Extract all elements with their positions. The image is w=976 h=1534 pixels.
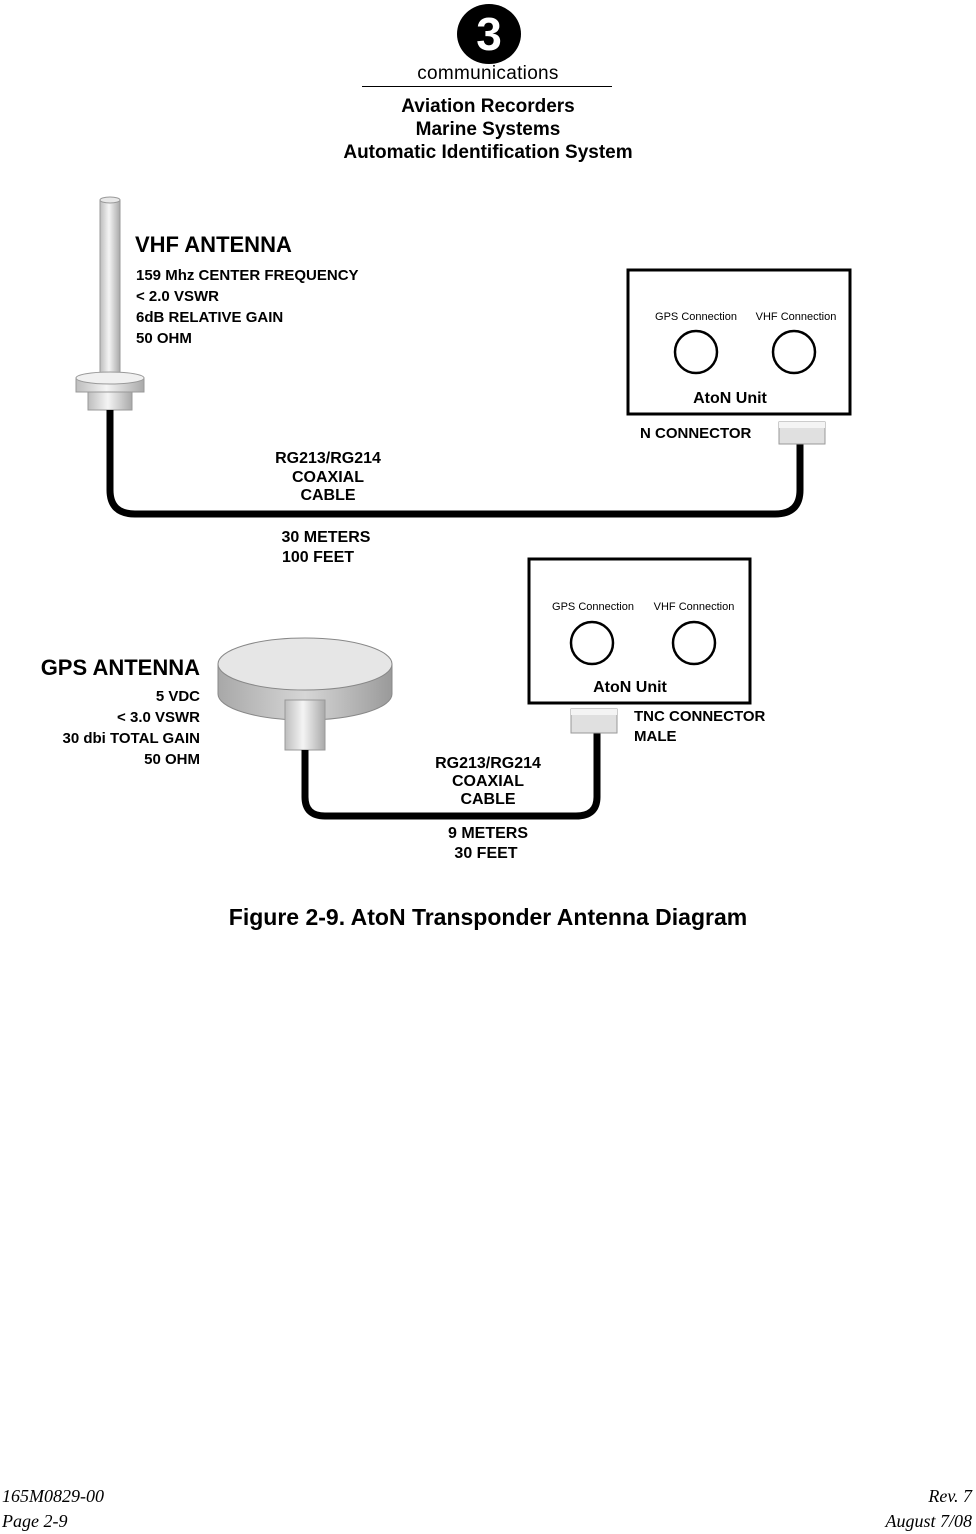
- tnc-connector-label: TNC CONNECTOR: [634, 708, 766, 725]
- aton-unit-label: AtoN Unit: [693, 390, 767, 407]
- vhf-spec: < 2.0 VSWR: [136, 288, 219, 305]
- gps-cable-label: COAXIAL: [452, 773, 524, 790]
- vhf-coaxial-cable: [106, 410, 804, 518]
- vhf-cable-length: 30 METERS: [282, 529, 371, 546]
- vhf-cable-label: COAXIAL: [292, 469, 364, 486]
- aton-unit-vhf-box: GPS Connection VHF Connection AtoN Unit: [626, 268, 852, 416]
- gps-connection-label: GPS Connection: [552, 601, 634, 613]
- n-connector-label: N CONNECTOR: [640, 425, 752, 442]
- doc-number: 165M0829‑00: [2, 1486, 104, 1506]
- vhf-spec: 159 Mhz CENTER FREQUENCY: [136, 267, 359, 284]
- gps-antenna: [217, 637, 393, 751]
- gps-antenna-title: GPS ANTENNA: [41, 655, 200, 680]
- gps-port: [673, 329, 719, 375]
- l3-logo: 3: [457, 4, 521, 64]
- tnc-connector-label: MALE: [634, 728, 677, 745]
- aton-unit-gps-box: GPS Connection VHF Connection AtoN Unit: [527, 557, 752, 705]
- vhf-antenna-title: VHF ANTENNA: [135, 232, 292, 257]
- vhf-port: [771, 329, 817, 375]
- header-line-1: Aviation Recorders: [401, 96, 575, 117]
- vhf-spec: 6dB RELATIVE GAIN: [136, 309, 283, 326]
- vhf-connection-label: VHF Connection: [756, 311, 837, 323]
- page-number: Page 2‑9: [2, 1511, 68, 1531]
- vhf-cable-label: RG213/RG214: [275, 450, 381, 467]
- gps-cable-length: 9 METERS: [448, 825, 528, 842]
- gps-cable-label: RG213/RG214: [435, 755, 541, 772]
- tnc-connector: [570, 708, 618, 734]
- vhf-cable-label: CABLE: [300, 487, 355, 504]
- gps-spec: < 3.0 VSWR: [117, 709, 200, 726]
- figure-caption: Figure 2‑9. AtoN Transponder Antenna Dia…: [228, 904, 748, 930]
- gps-cable-label: CABLE: [460, 791, 515, 808]
- gps-coaxial-cable: [301, 730, 601, 820]
- revision-date: August 7/08: [885, 1511, 972, 1531]
- gps-cable-length: 30 FEET: [454, 845, 517, 862]
- gps-spec: 50 OHM: [144, 751, 200, 768]
- antenna-diagram: VHF ANTENNA 159 Mhz CENTER FREQUENCY < 2…: [41, 196, 852, 862]
- header-line-2: Marine Systems: [415, 119, 561, 140]
- vhf-cable-length: 100 FEET: [282, 549, 354, 566]
- gps-connection-label: GPS Connection: [655, 311, 737, 323]
- logo-mark: 3: [476, 8, 502, 60]
- n-connector: [778, 421, 826, 445]
- vhf-antenna: [75, 196, 145, 411]
- aton-unit-label: AtoN Unit: [593, 679, 667, 696]
- revision: Rev. 7: [928, 1486, 972, 1506]
- header-line-3: Automatic Identification System: [343, 142, 633, 163]
- vhf-spec: 50 OHM: [136, 330, 192, 347]
- vhf-connection-label: VHF Connection: [654, 601, 735, 613]
- vhf-port: [671, 620, 717, 666]
- logo-wordmark: communications: [417, 63, 559, 84]
- gps-spec: 30 dbi TOTAL GAIN: [62, 730, 200, 747]
- gps-port: [569, 620, 615, 666]
- logo-rule: [362, 86, 612, 87]
- gps-spec: 5 VDC: [156, 688, 200, 705]
